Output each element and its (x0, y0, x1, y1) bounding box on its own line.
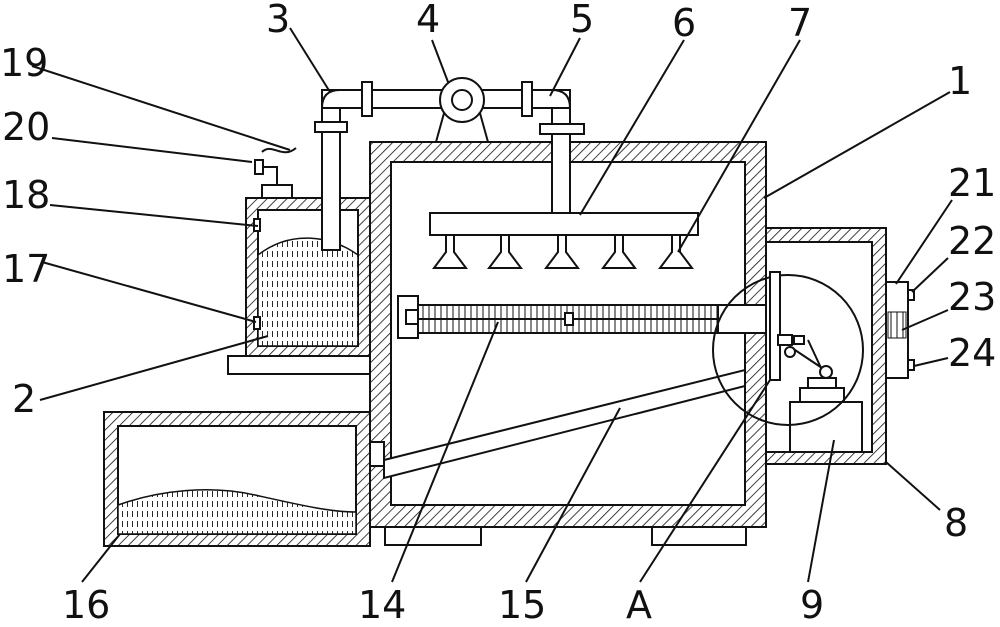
label-18: 18 (2, 173, 50, 217)
inlet-cap (261, 184, 293, 199)
foot-right (651, 526, 747, 546)
leader-lines (31, 27, 953, 583)
label-19: 19 (0, 41, 48, 85)
label-17: 17 (2, 247, 50, 291)
spray-header (429, 212, 699, 236)
tank-bracket (227, 355, 371, 375)
label-9: 9 (800, 583, 824, 627)
label-3: 3 (266, 0, 290, 41)
inlet-tube (263, 166, 278, 185)
label-15: 15 (498, 583, 546, 627)
label-22: 22 (948, 219, 996, 263)
label-5: 5 (570, 0, 594, 41)
label-24: 24 (948, 331, 996, 375)
label-14: 14 (358, 583, 406, 627)
detail-circle-a (712, 271, 864, 426)
spray-nozzles (432, 234, 694, 269)
water-tank (245, 197, 371, 357)
foot-left (384, 526, 482, 546)
inlet-valve (254, 159, 264, 175)
label-23: 23 (948, 275, 996, 319)
label-4: 4 (416, 0, 440, 41)
label-a: A (626, 583, 652, 627)
control-panel (885, 281, 915, 379)
label-21: 21 (948, 161, 996, 205)
label-20: 20 (2, 105, 50, 149)
label-1: 1 (948, 59, 972, 103)
label-16: 16 (62, 583, 110, 627)
label-7: 7 (788, 1, 812, 45)
inlet-filter-cloth (261, 147, 297, 154)
label-2: 2 (12, 377, 36, 421)
label-6: 6 (672, 1, 696, 45)
label-8: 8 (944, 501, 968, 545)
rack-screen (397, 295, 779, 339)
collection-tank (103, 411, 371, 547)
